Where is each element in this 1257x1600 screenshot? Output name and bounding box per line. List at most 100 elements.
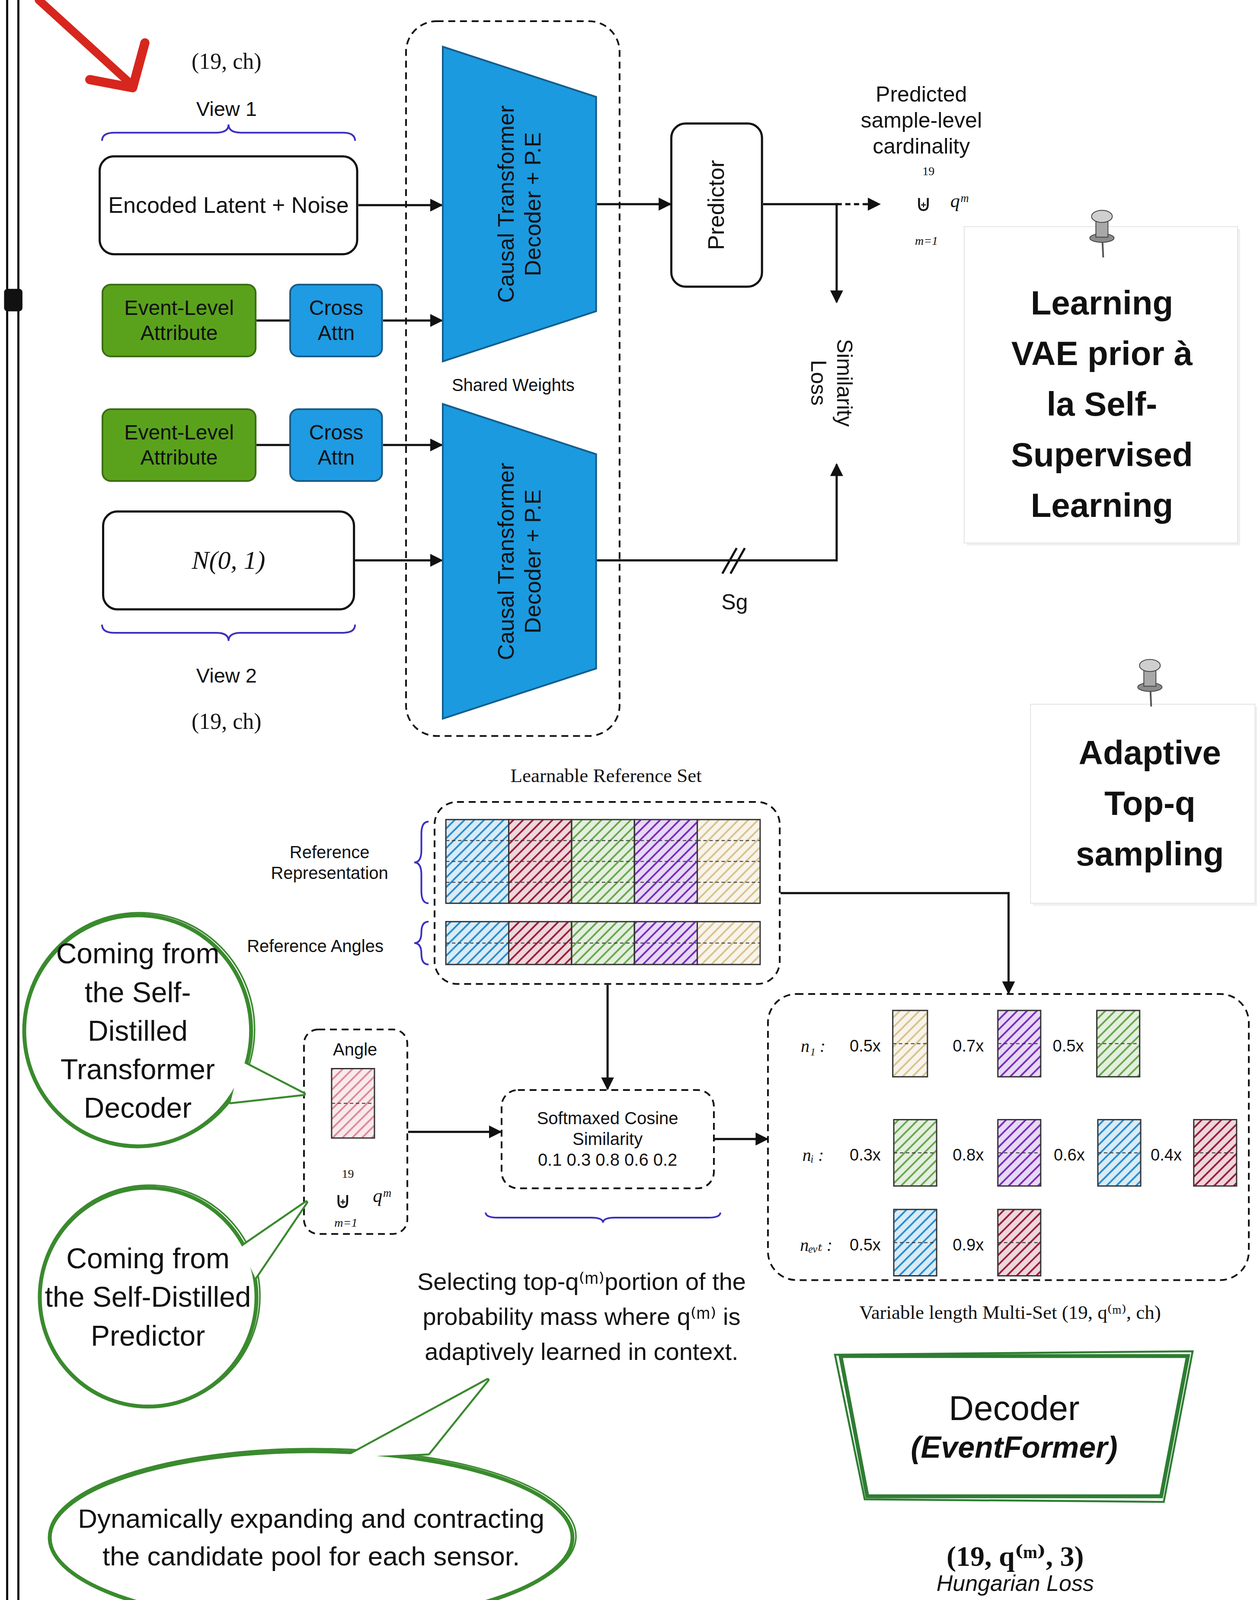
curly-brace xyxy=(485,1212,721,1223)
text-holder: Variable length Multi-Set (19, q⁽ᵐ⁾, ch) xyxy=(859,1300,1162,1324)
shape-annotation: (19, ch) xyxy=(191,707,262,735)
text-holder: Learning VAE prior à la Self-Supervised … xyxy=(1000,277,1204,531)
red-arrow xyxy=(38,0,131,84)
shared-weights-group: Causal Transformer Decoder + P.E Causal T… xyxy=(405,20,621,737)
multiset-element xyxy=(997,1209,1041,1276)
node-text: 0.1 0.3 0.8 0.6 0.2 xyxy=(537,1148,678,1170)
node-text: Angle xyxy=(332,1038,378,1060)
dashed-outline xyxy=(501,1089,714,1188)
connector xyxy=(256,319,290,322)
multiset-element xyxy=(1097,1119,1141,1186)
bubble-outline xyxy=(39,1187,257,1407)
node-text: qᵐ xyxy=(372,1184,391,1208)
cell-divider xyxy=(508,860,572,862)
node-text: nₑᵥₜ : xyxy=(799,1234,833,1256)
text-holder: m=1 xyxy=(914,233,938,249)
node-text: Variable length Multi-Set (19, q⁽ᵐ⁾, ch) xyxy=(859,1300,1162,1324)
node-text: 0.5x xyxy=(1052,1036,1085,1056)
loss-arrow xyxy=(763,204,837,303)
cell-divider xyxy=(445,839,509,841)
shape-annotation: (19, ch) xyxy=(191,47,262,75)
multiset-element xyxy=(1193,1119,1237,1186)
node-text: Coming from the Self-Distilled Transform… xyxy=(42,933,234,1127)
text-holder: Reference Angles xyxy=(246,935,384,957)
connector xyxy=(355,559,442,562)
node-outline xyxy=(101,283,257,358)
node-text: Encoded Latent + Noise xyxy=(108,191,349,219)
cell-divider xyxy=(634,860,698,862)
text-holder: 0.9x xyxy=(952,1234,984,1255)
curly-brace xyxy=(414,821,429,903)
connector xyxy=(780,892,1009,993)
text-holder: 0.4x xyxy=(1150,1145,1182,1165)
node-text: 19 xyxy=(342,1166,355,1181)
cross-attention-box: Cross Attn xyxy=(289,408,384,482)
trapezoid-outline xyxy=(442,46,597,362)
cell-divider xyxy=(445,881,509,883)
node-outline xyxy=(101,408,257,482)
connector xyxy=(408,1130,501,1133)
cross-attention-box: Cross Attn xyxy=(289,283,384,358)
bubble-tail-fill xyxy=(345,1379,488,1457)
cell-divider xyxy=(697,881,761,883)
cell-divider xyxy=(445,860,509,862)
text-holder: Predictor xyxy=(702,131,730,279)
stop-gradient-mark xyxy=(722,547,737,574)
text-holder: Shared Weights xyxy=(451,374,575,396)
text-holder: Hungarian Loss xyxy=(936,1569,1094,1597)
text-holder: 0.5x xyxy=(1052,1036,1085,1056)
node-text: 0.8x xyxy=(952,1145,984,1165)
bubble-sketch xyxy=(38,1184,260,1407)
attribute-box: Event-Level Attribute xyxy=(101,408,257,482)
multiset-element xyxy=(893,1119,937,1186)
formula-part: qᵐ xyxy=(950,189,968,213)
node-text: 0.4x xyxy=(1150,1145,1182,1165)
reference-representation-cell xyxy=(697,819,761,903)
trapezoid-outline xyxy=(442,403,597,719)
bubble-tail-fill xyxy=(230,1061,304,1102)
predictor-box: Predictor xyxy=(670,122,764,288)
stop-gradient-label: Sg xyxy=(721,588,748,615)
text-holder: m=1 xyxy=(334,1215,358,1230)
multiset-element xyxy=(997,1010,1041,1077)
formula-part: 19 xyxy=(922,164,935,180)
node-text: 0.5x xyxy=(849,1036,881,1056)
node-text: Learnable Reference Set xyxy=(510,763,702,787)
speech-bubble: Coming from the Self-Distilled Predictor xyxy=(35,1183,261,1411)
transformer-decoder: Causal Transformer Decoder + P.E xyxy=(441,403,598,720)
reference-angle-cell xyxy=(508,921,572,965)
text-holder: qᵐ xyxy=(950,189,968,213)
cell-divider xyxy=(1193,1151,1237,1153)
cell-divider xyxy=(508,881,572,883)
view-label: View 2 xyxy=(196,663,257,688)
binder-clip xyxy=(3,288,23,312)
text-holder: 0.3x xyxy=(849,1145,881,1165)
trapezoid-sketch xyxy=(834,1350,1193,1502)
node-text: 0.3x xyxy=(849,1145,881,1165)
connector xyxy=(714,1137,768,1140)
bubble-sketch xyxy=(48,1448,576,1600)
text-holder: Causal Transformer Decoder + P.E xyxy=(492,70,547,339)
text-holder: (19, ch) xyxy=(191,707,262,735)
node-outline xyxy=(433,800,781,985)
text-holder: nᵢ : xyxy=(802,1144,825,1166)
node-text: nᵢ : xyxy=(802,1144,825,1166)
dashed-outline xyxy=(406,21,620,736)
node-outline xyxy=(289,408,384,482)
node-text: N(0, 1) xyxy=(191,544,266,576)
box-outline xyxy=(102,511,354,609)
cell-divider xyxy=(571,881,635,883)
text-holder: Similarity Loss xyxy=(805,317,858,448)
node-text: Causal Transformer Decoder + P.E xyxy=(492,70,547,339)
curly-brace xyxy=(102,124,356,141)
sticky-note-text: Adaptive Top-q sampling xyxy=(1054,727,1245,880)
curly-brace xyxy=(414,921,429,965)
text-holder: 0.6x xyxy=(1053,1145,1085,1165)
node-text: Predictor xyxy=(702,131,730,279)
loss-label: Similarity Loss xyxy=(805,317,858,448)
cell-divider xyxy=(1097,1151,1141,1153)
multiset-group: n₁ :0.5x0.7x0.5xnᵢ :0.3x0.8x0.6x0.4xnₑᵥₜ… xyxy=(767,992,1250,1281)
binder-line xyxy=(17,0,20,1600)
connector xyxy=(596,202,671,205)
cell-divider xyxy=(892,1042,928,1044)
